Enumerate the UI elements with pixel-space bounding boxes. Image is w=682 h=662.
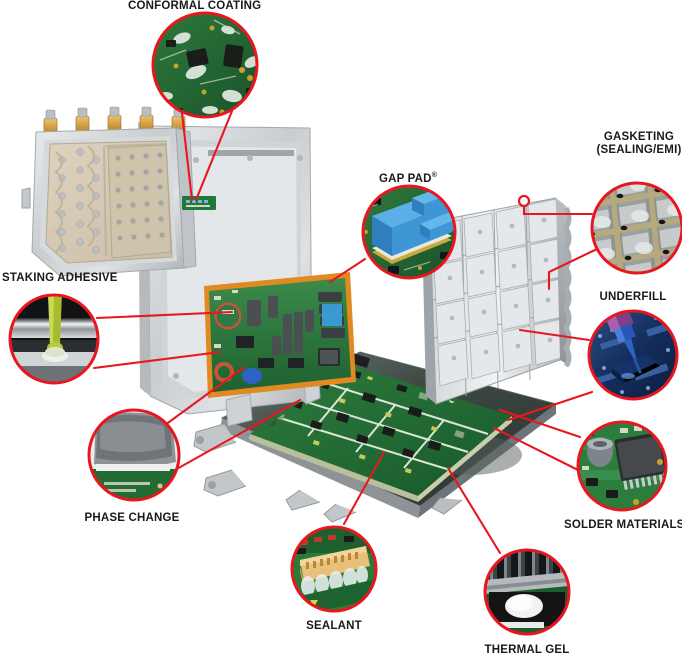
- callout-underfill: [587, 309, 679, 401]
- label-gasketing-line1: GASKETING: [603, 131, 675, 143]
- callout-gasketing: [590, 181, 682, 275]
- callout-solder-materials: [576, 420, 668, 512]
- registered-trademark-icon: ®: [431, 172, 438, 179]
- rf-connectors: [43, 106, 186, 135]
- label-gap-pad: GAP PAD®: [372, 169, 444, 186]
- label-thermal-gel: THERMAL GEL: [484, 644, 570, 656]
- callout-gap-pad: [361, 184, 457, 280]
- label-gasketing: GASKETING (SEALING/EMI): [596, 131, 682, 157]
- callout-thermal-gel: [483, 548, 571, 636]
- callout-staking-adhesive: [8, 293, 100, 385]
- label-solder-materials: SOLDER MATERIALS: [564, 519, 682, 531]
- callout-phase-change: [87, 408, 181, 502]
- label-sealant: SEALANT: [306, 620, 362, 632]
- enclosure-lid: [21, 106, 197, 277]
- label-gasketing-line2: (SEALING/EMI): [596, 144, 682, 156]
- callout-sealant: [290, 525, 378, 613]
- inner-pcb: [204, 272, 356, 398]
- label-conformal-coating: CONFORMAL COATING: [128, 0, 262, 12]
- label-staking-adhesive: STAKING ADHESIVE: [2, 272, 118, 284]
- label-gap-pad-text: GAP PAD: [378, 172, 432, 185]
- label-underfill: UNDERFILL: [599, 291, 667, 303]
- callout-conformal-coating: [151, 11, 259, 119]
- label-phase-change: PHASE CHANGE: [84, 512, 180, 524]
